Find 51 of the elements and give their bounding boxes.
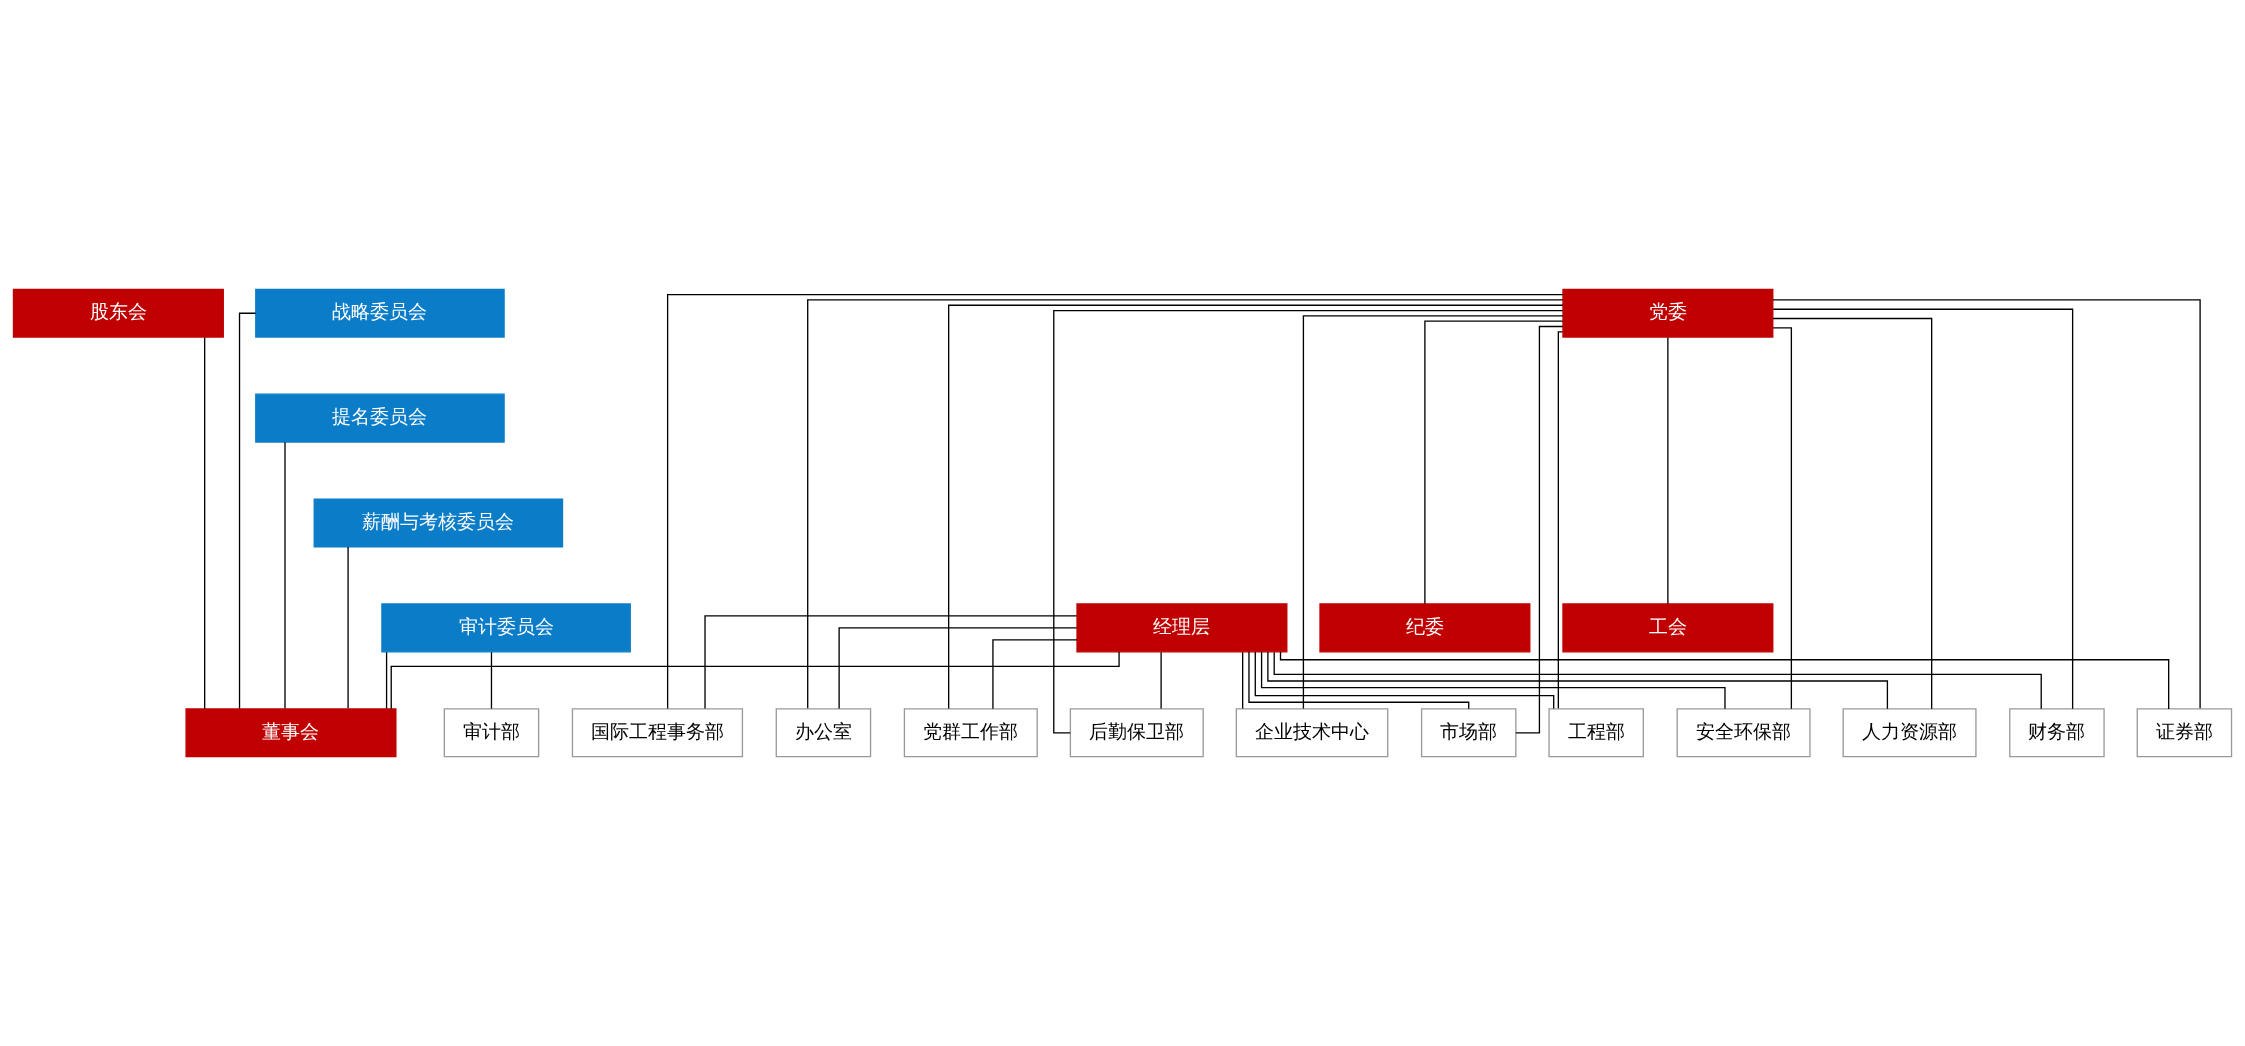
connector: [1515, 325, 1564, 734]
node-box: 审计委员会: [381, 603, 631, 653]
node-box: 股东会: [12, 288, 224, 338]
node-box: 董事会: [185, 708, 397, 758]
node-box: 提名委员会: [255, 393, 505, 443]
connector: [1772, 308, 2074, 710]
node-box: 办公室: [775, 708, 872, 758]
connector: [204, 336, 206, 710]
connector: [1242, 651, 1244, 710]
connector: [385, 651, 388, 710]
connector: [1260, 651, 1726, 710]
node-box: 企业技术中心: [1235, 708, 1389, 758]
connector: [238, 312, 257, 710]
connector: [1424, 320, 1564, 605]
connector: [838, 627, 1078, 710]
connector: [390, 651, 1120, 710]
node-box: 人力资源部: [1842, 708, 1977, 758]
node-box: 市场部: [1420, 708, 1517, 758]
connector: [347, 546, 349, 710]
connector: [1254, 651, 1555, 710]
connector: [490, 651, 493, 710]
connector: [1772, 317, 1933, 710]
node-box: 工会: [1562, 603, 1774, 653]
node-box: 纪委: [1319, 603, 1531, 653]
connector: [284, 441, 286, 710]
connector: [1772, 327, 1793, 710]
connector: [1302, 315, 1564, 710]
connector: [1772, 299, 2201, 709]
node-box: 薪酬与考核委员会: [313, 498, 564, 548]
node-box: 党群工作部: [903, 708, 1038, 758]
node-box: 党委: [1562, 288, 1774, 338]
node-box: 审计部: [443, 708, 540, 758]
connector: [666, 293, 1564, 710]
connector: [1557, 331, 1564, 709]
connector: [1267, 651, 1889, 710]
node-box: 证券部: [2136, 708, 2233, 758]
connector: [807, 299, 1564, 709]
connector: [992, 639, 1078, 710]
connector: [1248, 651, 1470, 710]
node-box: 安全环保部: [1676, 708, 1811, 758]
connector: [704, 615, 1078, 710]
connector: [948, 304, 1564, 710]
node-box: 后勤保卫部: [1069, 708, 1204, 758]
node-box: 战略委员会: [255, 288, 505, 338]
node-box: 经理层: [1076, 603, 1288, 653]
node-box: 财务部: [2009, 708, 2105, 758]
connector: [1667, 336, 1669, 605]
connector: [1053, 309, 1564, 734]
node-box: 工程部: [1548, 708, 1644, 758]
node-box: 国际工程事务部: [571, 708, 744, 758]
connector: [1160, 651, 1162, 710]
